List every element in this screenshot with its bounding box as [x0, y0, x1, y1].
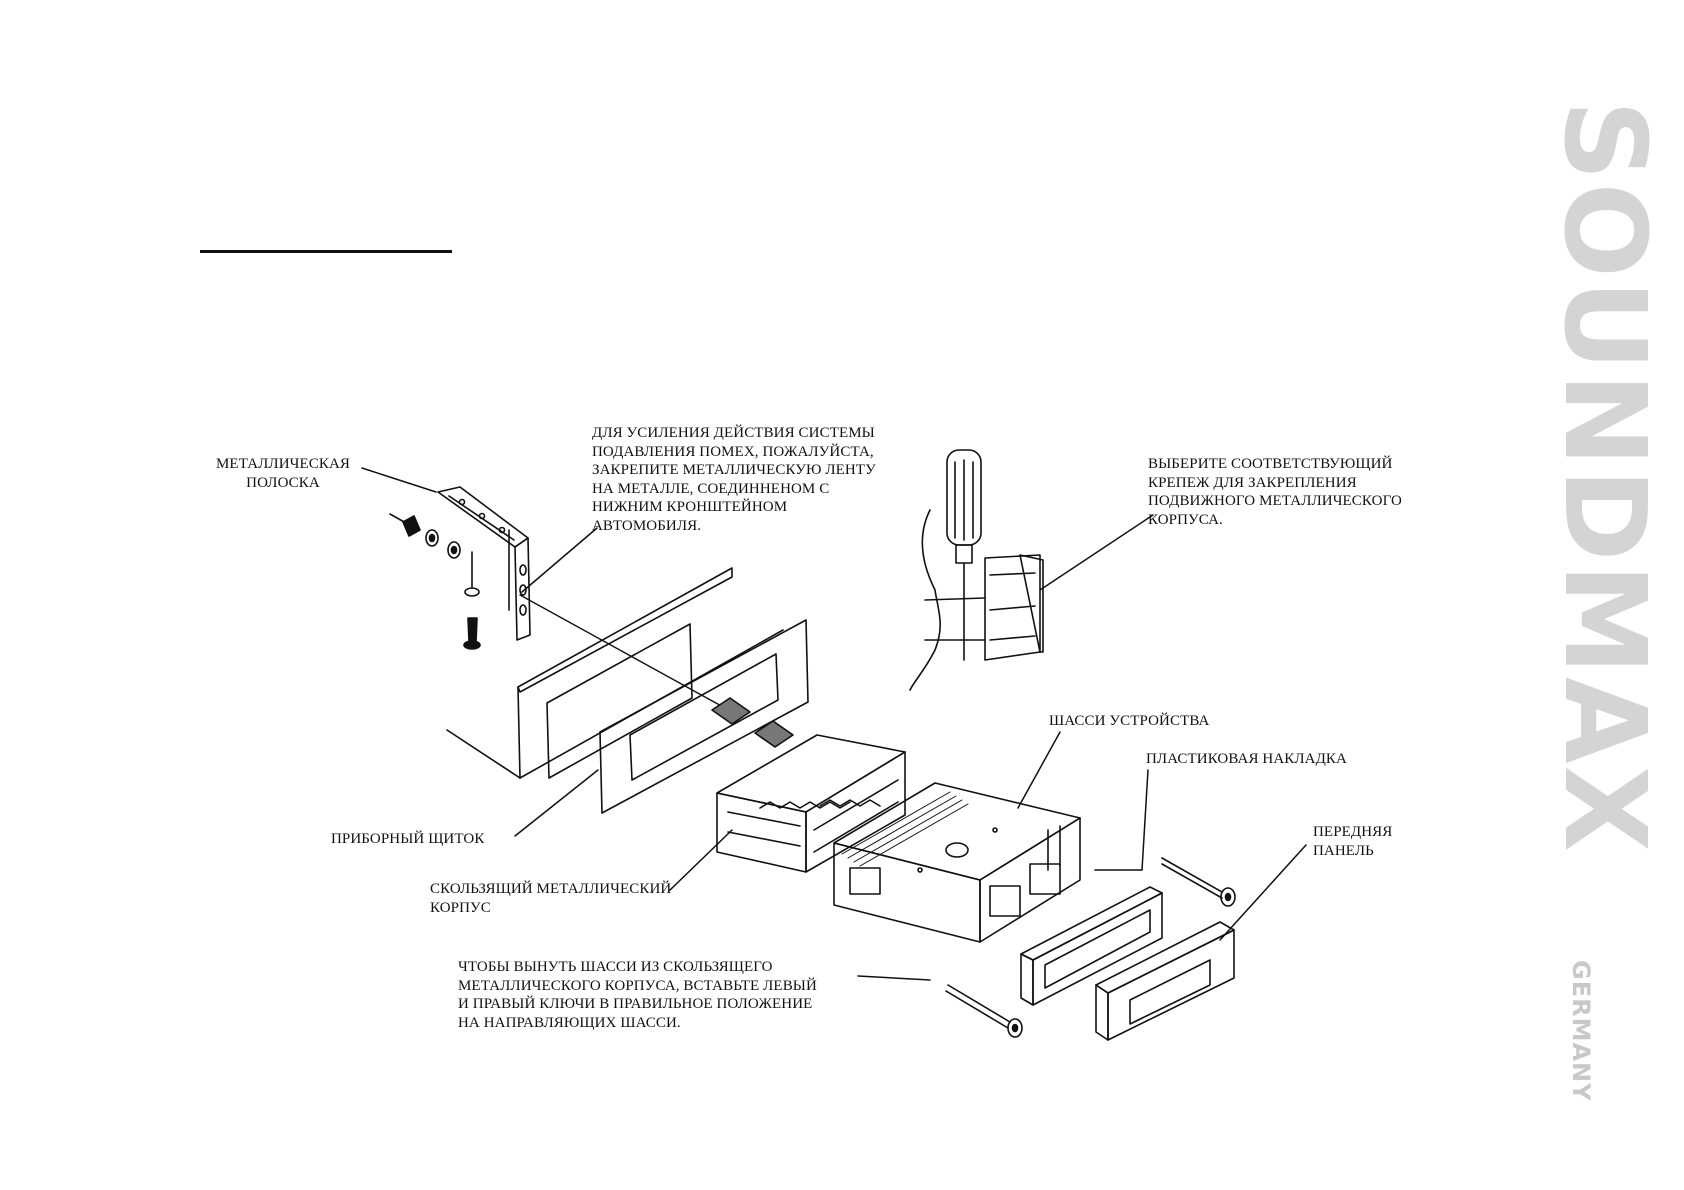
plastic-trim-ring	[1020, 886, 1163, 1006]
label-unit-chassis: ШАССИ УСТРОЙСТВА	[1049, 713, 1210, 729]
mounting-arrow-line	[519, 594, 726, 709]
sliding-metal-sleeve	[716, 734, 906, 873]
label-noise-suppression-note: ДЛЯ УСИЛЕНИЯ ДЕЙСТВИЯ СИСТЕМЫ ПОДАВЛЕНИЯ…	[592, 425, 876, 534]
section-heading-underline	[200, 250, 452, 253]
brand-logo: SOUNDMAX	[1539, 100, 1669, 855]
label-fastener-note: ВЫБЕРИТЕ СООТВЕТСТВУЮЩИЙ КРЕПЕЖ ДЛЯ ЗАКР…	[1148, 456, 1402, 528]
screw-hardware	[389, 513, 481, 650]
front-panel	[1095, 921, 1235, 1041]
screwdriver-detail	[909, 449, 1044, 691]
label-front-panel: ПЕРЕДНЯЯ ПАНЕЛЬ	[1313, 824, 1393, 859]
leader-lines	[361, 467, 1307, 981]
vehicle-dashboard	[446, 567, 784, 779]
brand-sublogo: GERMANY	[1567, 960, 1595, 1102]
brand-watermark: SOUNDMAX GERMANY	[1539, 100, 1669, 1102]
label-sliding-sleeve: СКОЛЬЗЯЩИЙ МЕТАЛЛИЧЕСКИЙ КОРПУС	[430, 881, 672, 916]
direction-arrows	[711, 697, 794, 748]
release-keys	[945, 857, 1236, 1038]
label-dashboard: ПРИБОРНЫЙ ЩИТОК	[331, 831, 485, 847]
label-plastic-trim: ПЛАСТИКОВАЯ НАКЛАДКА	[1146, 751, 1347, 767]
unit-chassis	[833, 782, 1081, 943]
label-removal-note: ЧТОБЫ ВЫНУТЬ ШАССИ ИЗ СКОЛЬЗЯЩЕГО МЕТАЛЛ…	[458, 959, 817, 1031]
dashboard-trim-plate	[599, 619, 809, 814]
label-metal-strip: МЕТАЛЛИЧЕСКАЯ ПОЛОСКА	[216, 456, 350, 491]
metal-strip-bracket	[437, 486, 531, 641]
